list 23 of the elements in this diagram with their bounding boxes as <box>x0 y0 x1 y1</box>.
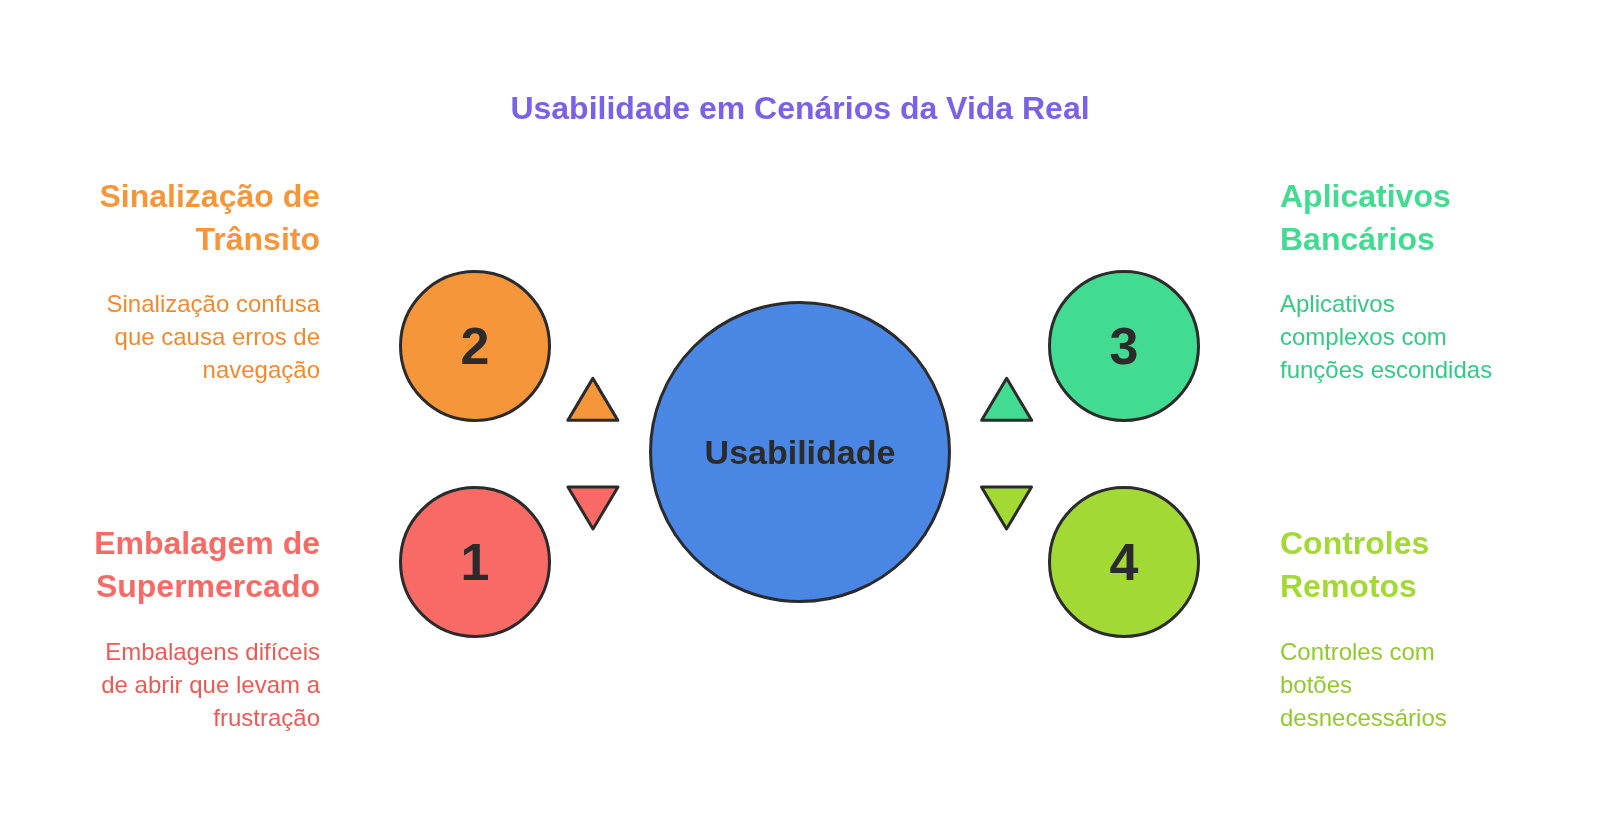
scenario-description: Embalagens difíceis de abrir que levam a frustração <box>100 637 320 733</box>
triangle-arrow <box>980 485 1033 531</box>
number-circle <box>1048 270 1200 422</box>
step-number: 3 <box>1109 316 1139 376</box>
center-label: Usabilidade <box>704 432 896 472</box>
diagram-title: Usabilidade em Cenários da Vida Real <box>510 90 1090 126</box>
step-number: 4 <box>1109 532 1139 592</box>
triangle-arrow <box>566 485 620 531</box>
triangle-arrow <box>566 376 620 422</box>
scenario-description: Sinalização confusa que causa erros de navegação <box>105 289 320 385</box>
scenario-heading: Controles Remotos <box>1280 524 1431 606</box>
scenario-heading: Embalagem de Supermercado <box>93 524 320 606</box>
scenario-heading: Aplicativos Bancários <box>1280 177 1452 259</box>
triangle-arrow <box>980 376 1034 422</box>
center-circle <box>649 301 951 603</box>
number-circle <box>1048 486 1200 638</box>
scenario-heading: Sinalização de Trânsito <box>98 177 320 259</box>
step-number: 1 <box>460 532 490 592</box>
scenario-description: Controles com botões desnecessários <box>1280 637 1448 733</box>
step-number: 2 <box>460 316 490 376</box>
number-circle <box>399 270 551 422</box>
scenario-description: Aplicativos complexos com funções escondidas <box>1280 289 1494 385</box>
number-circle <box>399 486 551 638</box>
